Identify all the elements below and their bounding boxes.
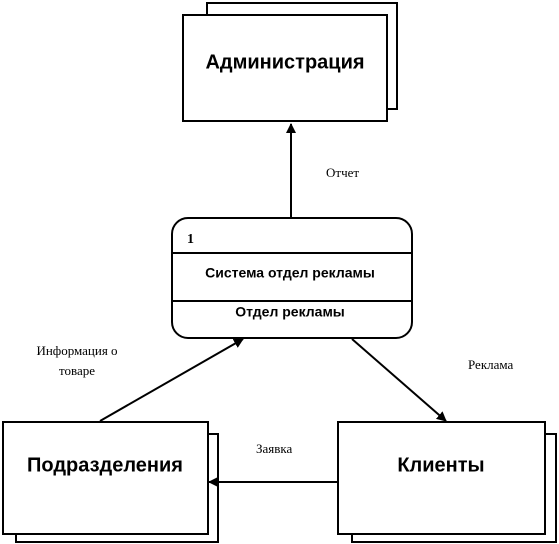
flow-product-info-label-line2: товаре bbox=[59, 363, 95, 378]
flow-report-label: Отчет bbox=[326, 165, 359, 180]
flow-product-info-arrow bbox=[99, 338, 244, 422]
entity-admin-label: Администрация bbox=[205, 51, 364, 73]
flow-report: Отчет bbox=[286, 123, 359, 218]
flow-product-info-label-line1: Информация о bbox=[36, 343, 117, 358]
entity-admin: Администрация bbox=[182, 2, 398, 122]
entity-clients: Клиенты bbox=[337, 421, 557, 543]
flow-request-label: Заявка bbox=[256, 441, 293, 456]
process-owner: Отдел рекламы bbox=[235, 304, 345, 320]
entity-departments: Подразделения bbox=[2, 421, 219, 543]
entity-clients-label: Клиенты bbox=[397, 454, 484, 476]
entity-clients-box bbox=[337, 421, 546, 535]
flow-advertising-label: Реклама bbox=[468, 357, 514, 372]
entity-departments-box bbox=[2, 421, 209, 535]
process-number: 1 bbox=[187, 232, 194, 247]
entity-departments-label: Подразделения bbox=[27, 454, 183, 476]
entity-admin-box bbox=[182, 14, 388, 122]
flow-advertising: Реклама bbox=[351, 338, 514, 422]
flow-request: Заявка bbox=[208, 441, 338, 487]
process-name: Система отдел рекламы bbox=[205, 265, 375, 281]
process-ad-department: 1 Система отдел рекламы Отдел рекламы bbox=[171, 217, 413, 339]
flow-product-info: Информация о товаре bbox=[36, 338, 244, 422]
flow-advertising-arrow bbox=[351, 338, 447, 422]
